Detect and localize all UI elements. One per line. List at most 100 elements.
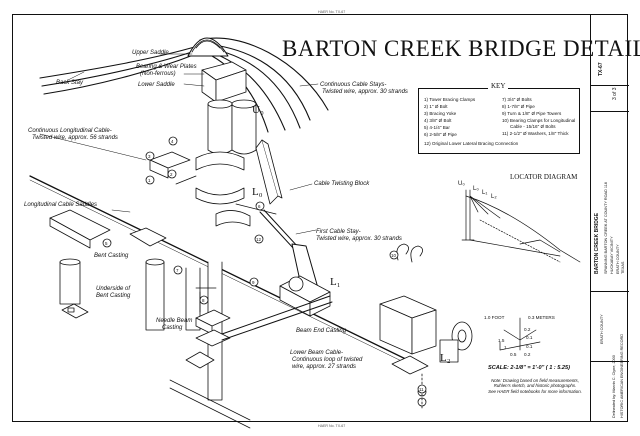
scale-tick: 0.1 [526, 344, 533, 349]
callout-3: 3 [148, 154, 151, 159]
bent-posts [59, 258, 165, 331]
panel-point-l2: L₂ [440, 352, 451, 364]
label-back-stay: Back Stay [56, 80, 84, 86]
key-item: Cable - 15/16" Ø Bolts [510, 124, 556, 129]
sheet-title: BARTON CREEK BRIDGE DETAILS [282, 36, 640, 61]
callout-2: 2 [170, 172, 173, 177]
key-item: 9) Turn & 1/8" Ø Pipe Towers [502, 111, 562, 116]
longitudinal-saddles [49, 209, 167, 249]
bracing-yoke [149, 151, 251, 227]
label-underside-1: Underside of [96, 286, 131, 292]
tower-u0 [207, 99, 257, 155]
callout-6: 6 [258, 204, 261, 209]
panel-point-u0: U₀ [252, 104, 264, 116]
title-block-county: ERATH COUNTY [616, 244, 620, 274]
locator-u0: U₀ [458, 181, 465, 187]
callout-12: 12 [256, 237, 262, 242]
title-block [590, 14, 629, 422]
scale-tick: 1.5 [498, 338, 505, 343]
label-longitudinal-cable-sub: Twisted wire, approx. 56 strands [32, 135, 118, 141]
title-block-name-cell [591, 112, 629, 292]
label-longitudinal-saddles: Longitudinal Cable Saddles [24, 202, 98, 208]
callout-1: 1 [148, 178, 151, 183]
scale-tick: 0.5 [510, 352, 517, 357]
label-twisting-block: Cable Twisting Block [314, 181, 370, 187]
key-item: 5) 4-1/4" Bar [424, 125, 450, 130]
top-edge-text: HAER No. TX-67 [318, 10, 346, 14]
label-longitudinal-cable: Continuous Longitudinal Cable- [28, 128, 112, 134]
title-block-number-cell [591, 86, 629, 112]
beam-end-casting [279, 275, 331, 317]
title-block-location-2: HUCKABAY VICINITY [610, 236, 614, 274]
key-item: 8) 1-7/8" Ø Pipe [502, 104, 535, 109]
key-item: 2) 1" Ø Bolt [424, 104, 448, 109]
label-first-stay: First Cable Stay- [316, 229, 361, 235]
callout-4: 4 [171, 139, 174, 144]
scale-title: SCALE: 2-1/8" = 1'-0" ( 1 : 5.25) [488, 365, 571, 371]
key-item: 1) Tower Bracing Clamps [424, 97, 476, 102]
title-block-county-cell [591, 292, 629, 362]
label-beam-end: Beam End Casting [296, 328, 347, 334]
scale-tick: 0.2 [524, 327, 531, 332]
key-item: 7) 3/4" Ø Bolts [502, 97, 532, 102]
callout-10: 10 [391, 253, 397, 258]
l2-assembly [379, 243, 473, 411]
locator-l0: L₀ [473, 186, 479, 192]
key-item: 4) 3/8" Ø Bolt [424, 118, 452, 123]
callout-9: 9 [252, 280, 255, 285]
label-lower-beam-sub2: wire, approx. 27 strands [292, 364, 357, 370]
lower-beam-cable [221, 295, 333, 341]
callout-5: 5 [105, 241, 108, 246]
drawing-border [12, 14, 628, 422]
longitudinal-cable [29, 175, 421, 371]
locator-diagram [461, 189, 581, 263]
callout-leaders [39, 53, 319, 235]
key-item: 3) Bracing Yoke [424, 111, 457, 116]
label-bent-casting: Bent Casting [94, 253, 129, 259]
panel-point-l0: L₀ [252, 186, 263, 198]
locator-l2: L₂ [491, 194, 497, 200]
scale-tick: 0.2 [524, 352, 531, 357]
label-needle-beam-1: Needle Beam [156, 318, 193, 324]
label-needle-beam-2: Casting [162, 325, 183, 331]
key-item: 12) Original Lower Lateral Bracing Conne… [424, 141, 519, 146]
title-block-sheet-of: 3 of 3 [612, 87, 618, 100]
label-continuous-stays: Continuous Cable Stays- [320, 82, 387, 88]
label-bearing-plates: Bearing & Wear Plates [136, 64, 197, 70]
scale-tick: 1 [504, 345, 507, 350]
note-line: Note: Drawing based on field measurement… [491, 378, 579, 383]
label-bearing-plates-sub: (Non-ferrous) [140, 71, 176, 77]
label-first-stay-sub: Twisted wire, approx. 30 strands [316, 236, 402, 242]
key-item: 10) Bearing Clamps for Longitudinal [502, 118, 576, 123]
key-item: 6) 2-5/8" Ø Pipe [424, 132, 457, 137]
first-cable-stay [259, 209, 319, 291]
title-block-bridge: BARTON CREEK BRIDGE [594, 212, 600, 274]
label-lower-saddle: Lower Saddle [138, 82, 175, 88]
locator-title: LOCATOR DIAGRAM [510, 173, 578, 181]
lower-saddle [201, 61, 247, 103]
scale-tick: 0.1 [526, 335, 533, 340]
label-continuous-stays-sub: Twisted wire, approx. 30 strands [322, 89, 408, 95]
bottom-edge-text: HAER No. TX-67 [318, 424, 346, 428]
needle-beam-casting [169, 261, 251, 429]
drawing-note: Note: Drawing based on field measurement… [480, 378, 590, 394]
label-lower-beam: Lower Beam Cable- [290, 350, 344, 356]
callout-circles [102, 136, 427, 394]
title-block-delineator: Delineated by: Marvin C. Clyne, 2000 [612, 355, 616, 418]
panel-point-l1: L₁ [330, 276, 341, 288]
note-line: See HAER field notebooks for more inform… [488, 388, 582, 394]
cable-twisting-block [255, 139, 283, 205]
label-lower-beam-sub1: Continuous loop of twisted [292, 357, 363, 363]
scale-meter-label: 0.3 METERS [528, 315, 555, 320]
callout-8: 8 [202, 298, 205, 303]
key-item: 11) 2-1/2" Ø Washers, 1/8" Thick [502, 131, 569, 136]
callout-7: 7 [176, 268, 179, 273]
key-title: KEY [488, 82, 509, 90]
title-block-agency: HISTORIC AMERICAN ENGINEERING RECORD [620, 333, 624, 418]
label-underside-2: Bent Casting [96, 293, 131, 299]
misc-bolts [175, 175, 277, 313]
label-upper-saddle: Upper Saddle [132, 50, 169, 56]
title-block-state: TEXAS [621, 261, 625, 274]
